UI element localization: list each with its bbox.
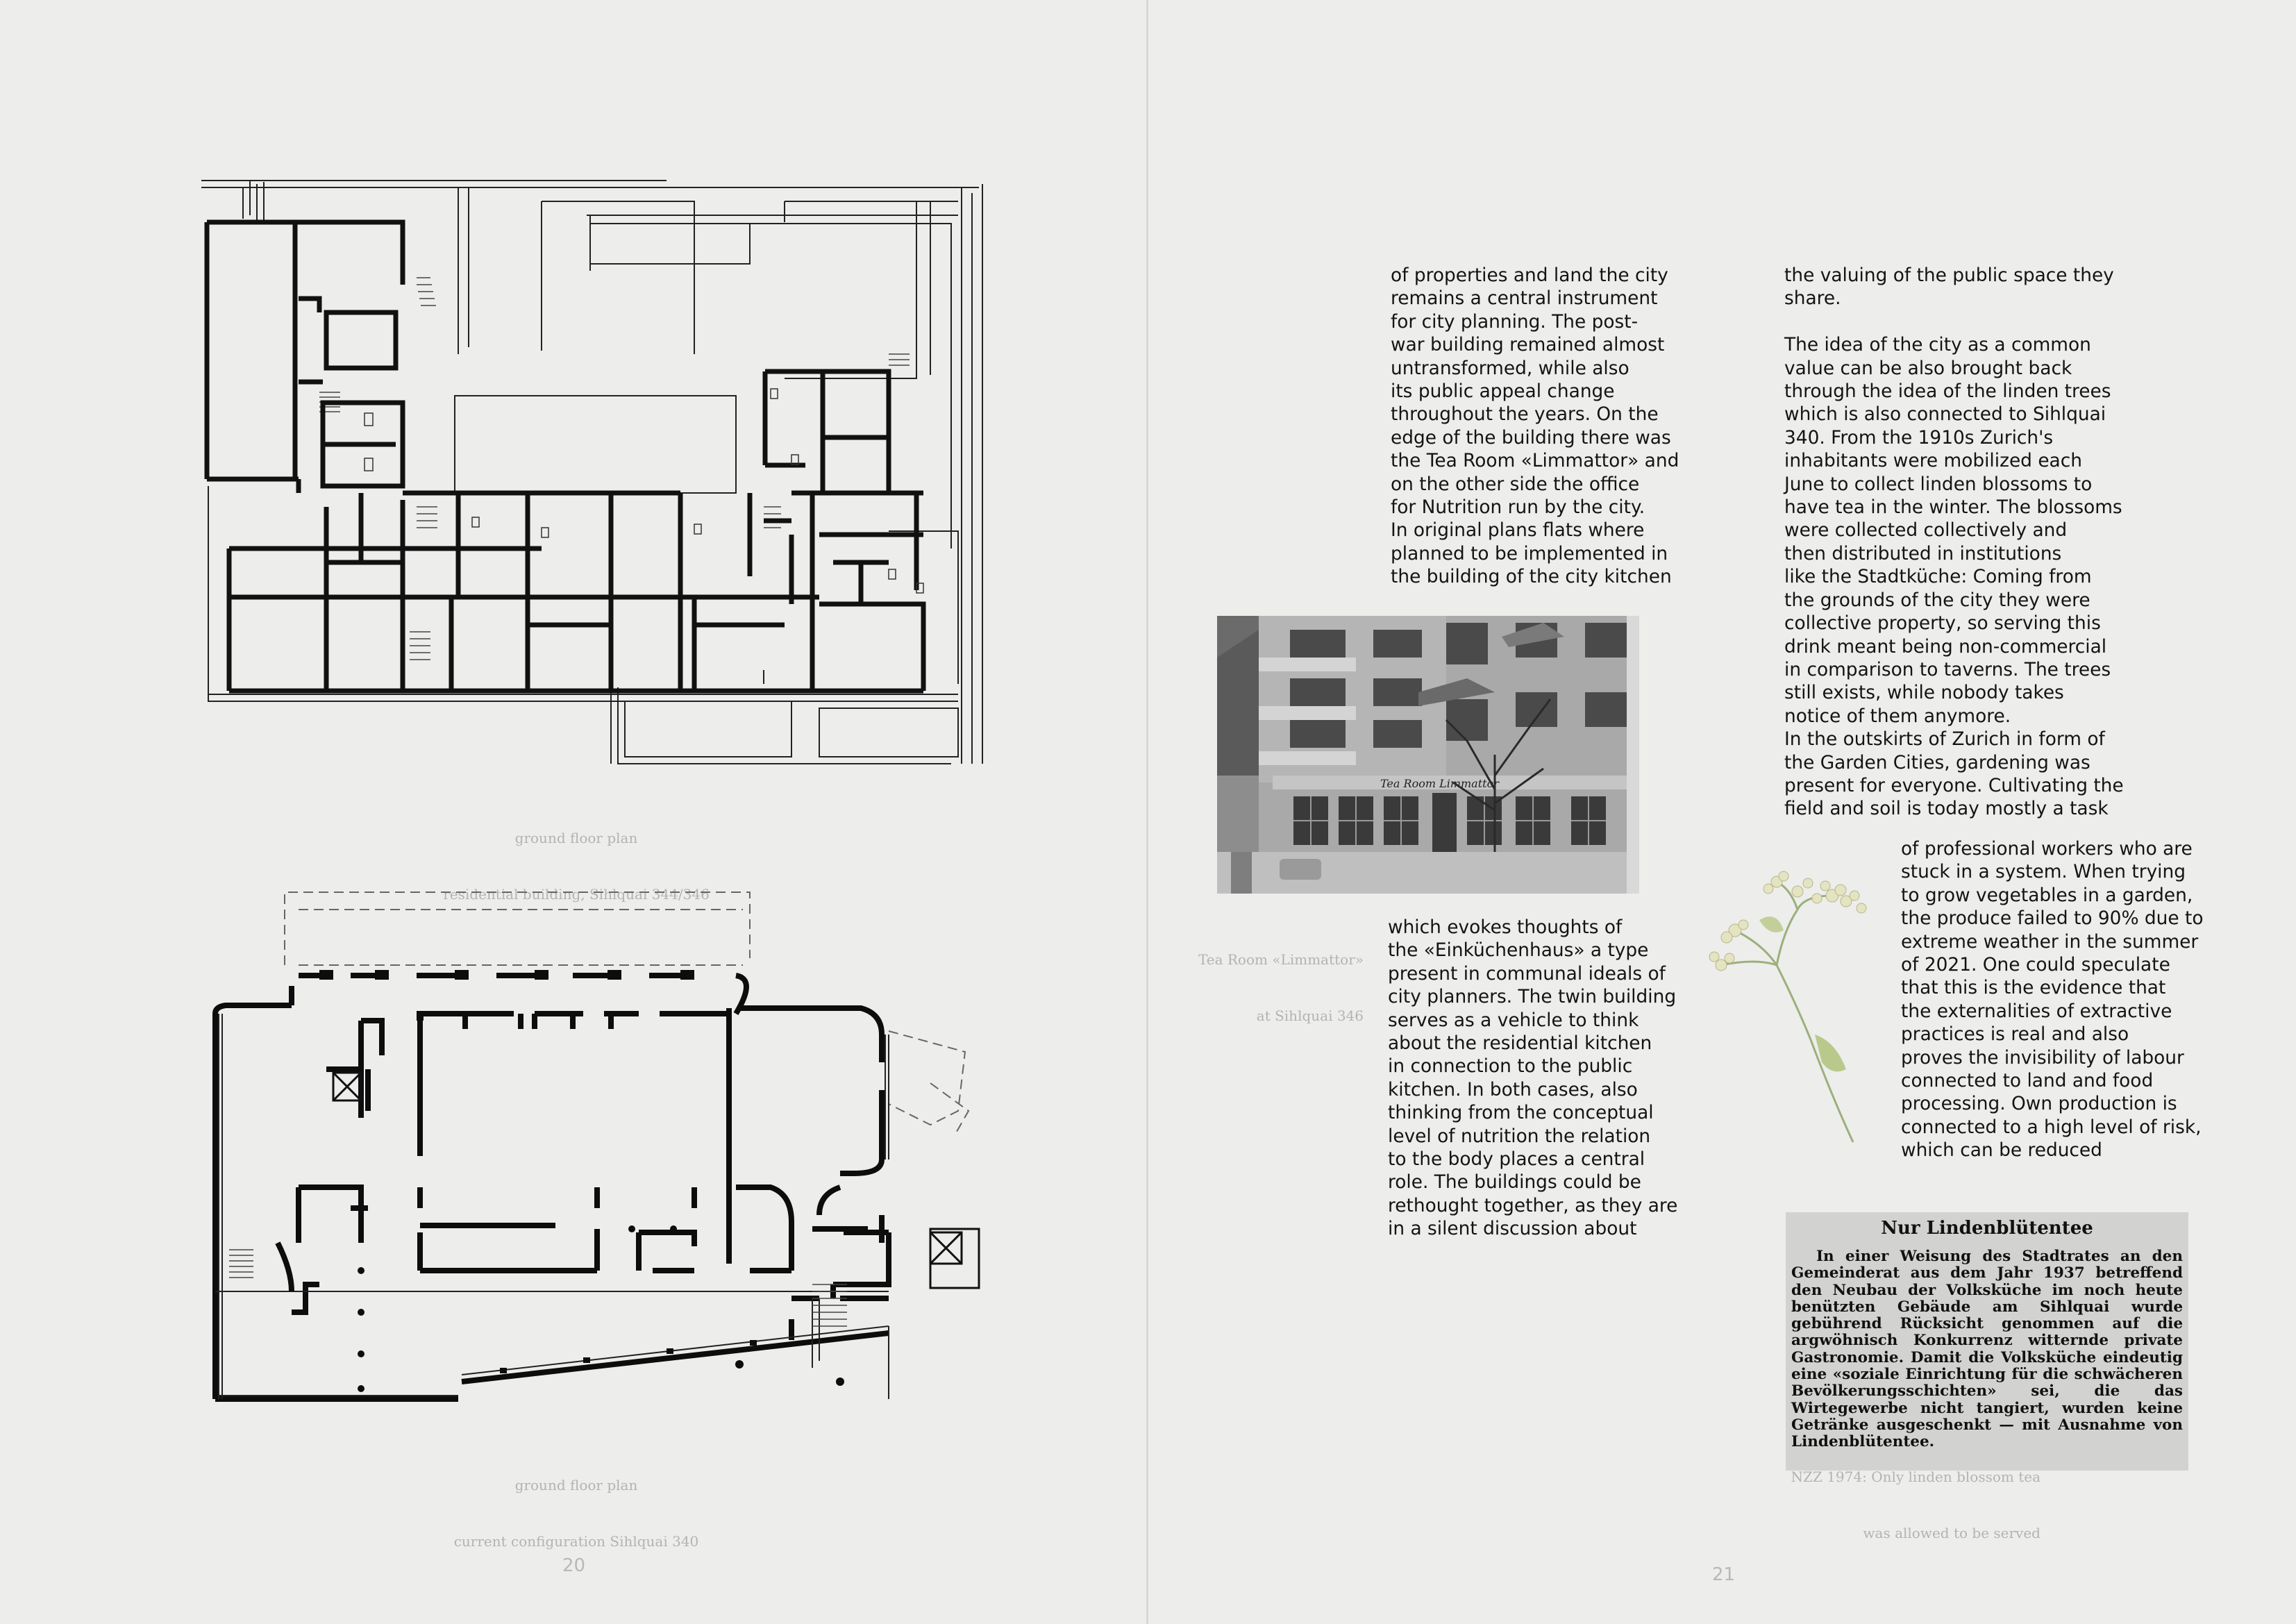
floor-plan-sihlquai-340-caption: ground floor plan current configuration … — [389, 1439, 764, 1589]
caption-line-1: NZZ 1974: Only linden blossom tea — [1791, 1468, 2041, 1485]
caption-line-1: ground floor plan — [514, 830, 638, 846]
caption-line-2: current configuration Sihlquai 340 — [453, 1533, 699, 1550]
clipping-title: Nur Lindenblütentee — [1881, 1218, 2093, 1239]
caption-line-1: Tea Room «Limmattor» — [1198, 951, 1364, 968]
text-column-c: of professional workers who are stuck in… — [1901, 838, 2204, 1162]
floor-plan-residential-caption: ground floor plan residential building, … — [389, 792, 764, 941]
text-column-a-bottom: which evokes thoughts of the «Einküchenh… — [1388, 916, 1678, 1240]
caption-line-1: ground floor plan — [514, 1477, 638, 1493]
caption-line-2: was allowed to be served — [1863, 1525, 2041, 1541]
tea-room-limmattor-photo: Tea Room Limmattor — [1217, 616, 1639, 894]
caption-line-2: residential building, Sihlquai 344/346 — [443, 886, 710, 903]
left-page: ground floor plan residential building, … — [0, 0, 1147, 1624]
newspaper-clipping: Nur Lindenblütentee In einer Weisung des… — [1786, 1212, 2188, 1471]
floor-plan-sihlquai-340 — [212, 891, 980, 1402]
right-page: of properties and land the city remains … — [1148, 0, 2296, 1624]
text-column-a-top: of properties and land the city remains … — [1391, 265, 1679, 588]
clipping-caption: NZZ 1974: Only linden blossom tea was al… — [1426, 1430, 2041, 1580]
linden-blossom-image — [1709, 871, 1867, 1143]
caption-line-2: at Sihlquai 346 — [1256, 1007, 1364, 1024]
tea-room-sign: Tea Room Limmattor — [1380, 777, 1500, 790]
clipping-body: In einer Weisung des Stadtrates an den G… — [1791, 1248, 2183, 1451]
book-spine — [1146, 0, 1148, 1624]
tea-room-photo-caption: Tea Room «Limmattor» at Sihlquai 346 — [1148, 913, 1364, 1063]
page-number-left: 20 — [562, 1555, 586, 1576]
text-column-b-top: the valuing of the public space they sha… — [1784, 265, 2124, 820]
floor-plan-residential — [201, 180, 983, 764]
page-number-right: 21 — [1712, 1564, 1736, 1585]
